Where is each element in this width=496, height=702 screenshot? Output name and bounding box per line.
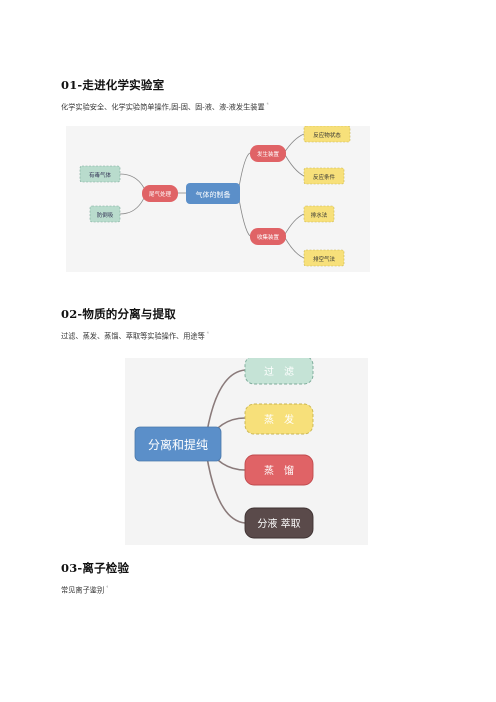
node-evaporation [244, 403, 314, 435]
node-extraction-label: 分液 萃取 [257, 517, 300, 530]
mindmap-gas-preparation: 有毒气体 防倒吸 尾气处理 气体的制备 发生装置 收集装置 反应物状态 反应条件… [66, 126, 370, 272]
node-collection-device [250, 228, 286, 245]
section-heading-2: 02-物质的分离与提取 [61, 307, 176, 321]
section-heading-3: 03-离子检验 [61, 561, 130, 575]
node-collection-device-label: 收集装置 [257, 233, 280, 241]
node-toxic-gas-label: 有毒气体 [89, 171, 112, 179]
node-gas-preparation [186, 183, 240, 204]
node-distillation [244, 454, 314, 486]
section-heading-1: 01-走进化学实验室 [61, 78, 165, 92]
paragraph-mark: ⁴ [266, 102, 269, 108]
paragraph-mark: ⁴ [206, 331, 209, 337]
node-distillation-label: 蒸 馏 [264, 464, 294, 477]
node-toxic-gas [79, 165, 121, 183]
node-air-displacement [303, 249, 345, 267]
node-filtration [244, 358, 314, 385]
node-anti-suckback-label: 防倒吸 [97, 211, 114, 219]
node-reaction-condition-label: 反应条件 [313, 173, 336, 181]
node-reactant-state-label: 反应物状态 [313, 131, 341, 139]
node-gas-preparation-label: 气体的制备 [196, 190, 231, 199]
section-text-2-content: 过滤、蒸发、蒸馏、萃取等实验操作、用途等 [61, 331, 205, 341]
node-anti-suckback [89, 205, 121, 223]
node-reaction-condition [303, 167, 345, 185]
node-separation-purification [134, 426, 222, 462]
node-tail-gas [142, 185, 178, 202]
node-tail-gas-label: 尾气处理 [149, 190, 172, 198]
node-water-displacement-label: 排水法 [311, 211, 328, 219]
node-air-displacement-label: 排空气法 [313, 255, 336, 263]
node-generation-device-label: 发生装置 [257, 150, 280, 158]
mindmap-separation: 分离和提纯 过 滤 蒸 发 蒸 馏 分液 萃取 [125, 358, 368, 545]
node-generation-device [250, 145, 286, 162]
paragraph-mark: ⁴ [106, 585, 109, 591]
node-reactant-state [303, 126, 351, 143]
node-separation-purification-label: 分离和提纯 [148, 437, 208, 452]
node-evaporation-label: 蒸 发 [264, 413, 294, 426]
section-text-1-content: 化学实验安全、化学实验简单操作,固-固、固-液、液-液发生装置 [61, 102, 265, 112]
node-extraction [244, 507, 314, 539]
node-filtration-label: 过 滤 [264, 365, 294, 378]
section-text-3-content: 常见离子鉴别 [61, 585, 105, 595]
node-water-displacement [303, 205, 335, 223]
